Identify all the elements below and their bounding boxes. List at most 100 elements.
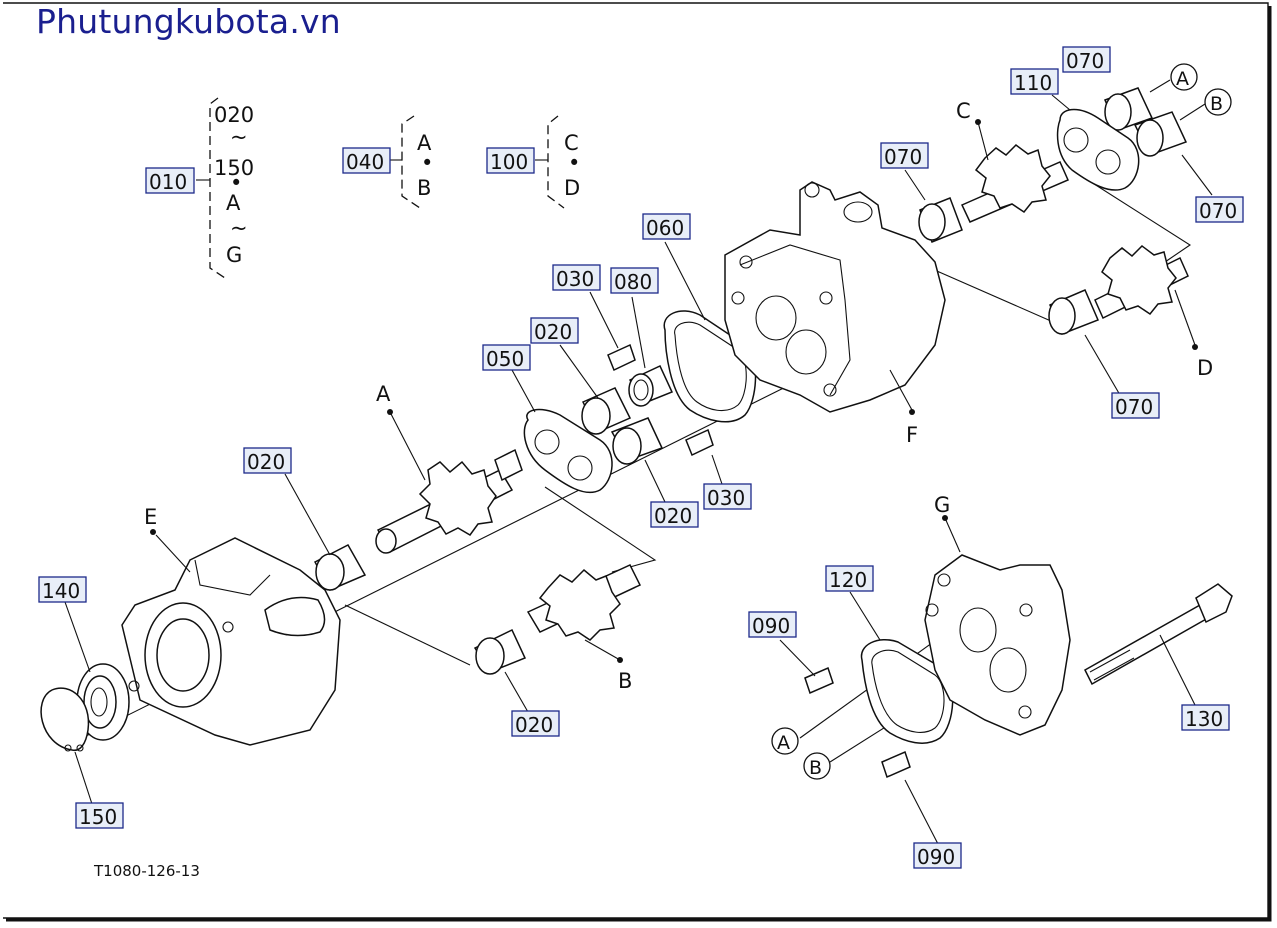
site-brand: Phutungkubota.vn: [36, 2, 341, 41]
letter-d-gear: D: [1197, 356, 1213, 380]
bushing-070-mid: [918, 197, 963, 243]
bushing-070-right: [1133, 111, 1188, 157]
pin-030-bottom: [685, 428, 714, 457]
svg-text:050: 050: [486, 347, 524, 371]
bushing-070-top: [1103, 87, 1154, 131]
letter-g-cover: G: [934, 493, 950, 517]
svg-text:070: 070: [1199, 199, 1237, 223]
svg-text:070: 070: [1066, 49, 1104, 73]
part-number-090-left[interactable]: 090: [748, 611, 797, 638]
group-100-bracket: C • D: [535, 115, 580, 209]
svg-text:020: 020: [534, 320, 572, 344]
pin-090-left: [804, 666, 834, 695]
circled-a-bottom: A: [771, 727, 799, 755]
frame-border: [3, 2, 1269, 919]
part-number-020-left[interactable]: 020: [243, 447, 292, 474]
bushing-020-lower: [610, 417, 664, 465]
letter-a-gear: A: [376, 382, 391, 406]
group-100-item-1: C: [564, 131, 579, 155]
svg-text:A: A: [777, 732, 790, 754]
part-number-020-bottom[interactable]: 020: [511, 710, 560, 737]
letter-c-gear: C: [956, 99, 971, 123]
svg-text:120: 120: [829, 568, 867, 592]
group-040-item-3: B: [417, 176, 431, 200]
part-number-050[interactable]: 050: [482, 344, 531, 371]
group-040-bracket: A • B: [390, 115, 433, 209]
part-number-030-bottom[interactable]: 030: [703, 483, 752, 510]
pump-body-f: [724, 181, 946, 413]
bushing-020-bottom: [473, 628, 527, 675]
svg-text:110: 110: [1014, 71, 1052, 95]
svg-text:B: B: [809, 757, 822, 779]
driven-gear-b: [526, 564, 642, 641]
group-100-item-2: •: [568, 151, 580, 175]
frame-shadow: [6, 6, 1272, 922]
group-100-item-3: D: [564, 176, 580, 200]
svg-text:020: 020: [654, 504, 692, 528]
housing-e: [121, 537, 341, 746]
label-leaders: [64, 79, 1213, 845]
part-number-060[interactable]: 060: [642, 213, 691, 240]
svg-text:150: 150: [79, 805, 117, 829]
circled-b-top: B: [1204, 88, 1232, 116]
svg-text:040: 040: [346, 150, 384, 174]
part-number-020-lower[interactable]: 020: [650, 501, 699, 528]
svg-text:020: 020: [247, 450, 285, 474]
side-plate-050: [523, 408, 613, 494]
part-number-120[interactable]: 120: [825, 565, 874, 592]
svg-text:030: 030: [556, 267, 594, 291]
group-010-item-5: A: [226, 191, 241, 215]
group-040-item-2: •: [421, 151, 433, 175]
drawing-number: T1080-126-13: [94, 862, 200, 880]
part-number-010[interactable]: 010: [145, 167, 195, 194]
svg-text:130: 130: [1185, 707, 1223, 731]
part-number-040[interactable]: 040: [342, 147, 391, 174]
letter-b-gear: B: [618, 669, 632, 693]
bolt-130: [1084, 583, 1233, 686]
bushing-020-left: [313, 544, 367, 591]
bushing-020-upper: [581, 387, 632, 435]
group-010-bracket: 020 ~ 150 • A ~ G: [196, 97, 254, 281]
group-010-item-1: 020: [214, 103, 254, 127]
svg-text:060: 060: [646, 216, 684, 240]
part-number-130[interactable]: 130: [1181, 704, 1230, 731]
pin-030-top: [607, 343, 636, 372]
part-number-100[interactable]: 100: [486, 147, 535, 174]
svg-text:030: 030: [707, 486, 745, 510]
gasket-120: [860, 639, 954, 744]
svg-text:140: 140: [42, 579, 80, 603]
group-040-item-1: A: [417, 131, 432, 155]
part-number-070-top[interactable]: 070: [1062, 46, 1111, 73]
part-number-090-bottom[interactable]: 090: [913, 842, 962, 869]
pin-090-bottom: [881, 750, 911, 779]
svg-text:080: 080: [614, 270, 652, 294]
svg-text:010: 010: [149, 170, 187, 194]
svg-text:020: 020: [515, 713, 553, 737]
svg-text:090: 090: [917, 845, 955, 869]
svg-text:A: A: [1176, 68, 1189, 90]
bushing-070-lower: [1048, 289, 1099, 335]
circled-b-bottom: B: [803, 752, 831, 780]
svg-text:090: 090: [752, 614, 790, 638]
group-010-item-3: 150: [214, 156, 254, 180]
part-number-030-top[interactable]: 030: [552, 264, 601, 291]
svg-text:070: 070: [884, 145, 922, 169]
side-plate-110: [1056, 108, 1140, 191]
part-number-070-mid[interactable]: 070: [880, 142, 929, 169]
part-number-110[interactable]: 110: [1010, 68, 1059, 95]
svg-text:100: 100: [490, 150, 528, 174]
svg-text:B: B: [1210, 93, 1223, 115]
end-cover-g: [924, 554, 1071, 736]
svg-text:070: 070: [1115, 395, 1153, 419]
part-number-020-upper[interactable]: 020: [530, 317, 579, 344]
drive-gear-a: [375, 448, 523, 554]
part-number-070-lower[interactable]: 070: [1111, 392, 1160, 419]
part-number-140[interactable]: 140: [38, 576, 87, 603]
part-number-070-right[interactable]: 070: [1195, 196, 1244, 223]
part-number-080[interactable]: 080: [610, 267, 659, 294]
part-number-150[interactable]: 150: [75, 802, 124, 829]
circled-a-top: A: [1170, 63, 1198, 91]
reference-dots: [150, 119, 1198, 663]
snap-ring-150: [40, 687, 90, 752]
